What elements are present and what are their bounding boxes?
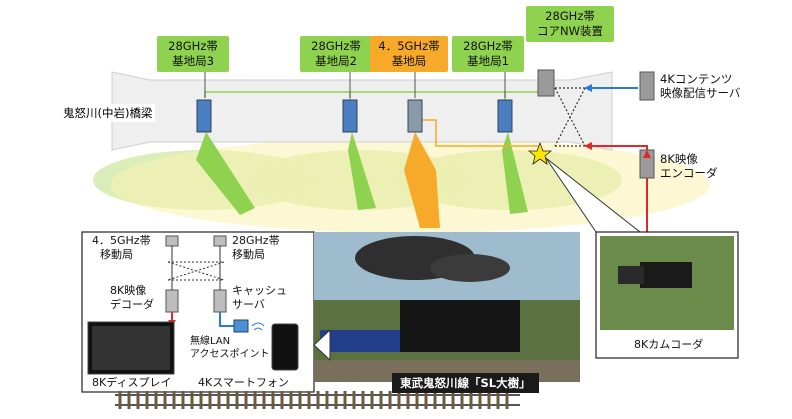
encoder-8k-label: 8K映像 エンコーダ <box>660 152 718 181</box>
wlan-ap-label: 無線LAN アクセスポイント <box>190 336 270 361</box>
photo-pointer <box>313 328 331 362</box>
mobile-28-label: 28GHz帯 移動局 <box>232 234 280 262</box>
link-45ghz <box>420 119 540 147</box>
camera-connection-star <box>527 141 553 165</box>
mobile-28-icon <box>213 235 227 247</box>
core-switch-mesh <box>554 87 586 147</box>
callout-bs1-line2: 基地局1 <box>467 54 509 68</box>
encoder-8k-line2: エンコーダ <box>660 166 718 181</box>
antenna-bs3 <box>196 99 212 133</box>
encoder-8k-line1: 8K映像 <box>660 152 698 166</box>
encoder-up-arrow <box>643 150 651 158</box>
callout-core-line2: コアNW装置 <box>537 24 603 38</box>
beam-bs3 <box>196 132 255 215</box>
camcorder-lens <box>618 266 644 284</box>
passenger-cars <box>320 330 400 352</box>
camcorder-body <box>640 262 692 288</box>
encoder-link-arrow <box>584 142 592 150</box>
mobile-45-line1: 4．5GHz帯 <box>92 234 151 247</box>
server-4k-icon <box>639 71 655 101</box>
server-4k-line2: 映像配信サーバ <box>660 86 741 101</box>
mobile-28-line1: 28GHz帯 <box>232 234 280 247</box>
mobile-28-line2: 移動局 <box>232 247 265 261</box>
callout-core: 28GHz帯 コアNW装置 <box>526 6 614 42</box>
inset-devices <box>87 235 299 375</box>
steam-locomotive <box>400 300 520 352</box>
server-4k-label: 4Kコンテンツ 映像配信サーバ <box>660 72 740 101</box>
wlan-ap-icon <box>233 319 249 333</box>
callout-bs2: 28GHz帯 基地局2 <box>300 36 372 72</box>
callout-bs1: 28GHz帯 基地局1 <box>452 36 524 72</box>
callout-45ghz-line2: 基地局 <box>391 54 427 68</box>
smartphone-4k-label: 4Kスマートフォン <box>198 376 289 389</box>
callout-bs3-line2: 基地局3 <box>172 54 214 68</box>
core-nw-device <box>537 69 555 97</box>
callout-bs2-line1: 28GHz帯 <box>311 39 361 53</box>
wlan-ap-line2: アクセスポイント <box>190 348 270 360</box>
beam-45ghz <box>404 132 440 228</box>
display-8k-label: 8Kディスプレイ <box>92 376 172 389</box>
decoder-8k-line1: 8K映像 <box>110 284 147 297</box>
photo-caption: 東武鬼怒川線「SL大樹」 <box>392 373 539 393</box>
callout-bs1-line1: 28GHz帯 <box>463 39 513 53</box>
antenna-bs1 <box>497 99 513 133</box>
cache-server-line2: サーバ <box>232 297 265 311</box>
callout-bs2-line2: 基地局2 <box>315 54 357 68</box>
mobile-45-label: 4．5GHz帯 移動局 <box>92 234 151 262</box>
antenna-beams <box>196 132 528 228</box>
beam-bs1 <box>502 132 528 214</box>
beam-bs2 <box>348 132 376 210</box>
cache-server-label: キャッシュ サーバ <box>232 284 287 312</box>
decoder-icon <box>165 289 179 313</box>
encoder-link <box>592 145 648 150</box>
decoder-8k-line2: デコーダ <box>110 297 154 311</box>
decoder-8k-label: 8K映像 デコーダ <box>110 284 154 312</box>
antenna-45ghz <box>407 99 423 133</box>
train-photo <box>314 232 580 382</box>
callout-core-line1: 28GHz帯 <box>545 9 595 23</box>
callout-45ghz-line1: 4．5GHz帯 <box>378 39 440 53</box>
mobile-45-icon <box>165 235 179 247</box>
camcorder-label: 8Kカムコーダ <box>634 338 704 351</box>
rail-track <box>115 391 520 409</box>
callout-bs3-line1: 28GHz帯 <box>168 39 218 53</box>
bridge-label: 鬼怒川(中岩)橋梁 <box>60 104 156 122</box>
cache-server-icon <box>213 289 227 313</box>
callout-45ghz: 4．5GHz帯 基地局 <box>370 36 448 72</box>
wlan-ap-line1: 無線LAN <box>190 336 231 347</box>
antenna-bs2 <box>342 99 358 133</box>
callout-bs3: 28GHz帯 基地局3 <box>157 36 229 72</box>
server-link-arrow <box>584 84 592 92</box>
callout-pointers <box>204 72 506 98</box>
bridge-deck <box>111 71 613 151</box>
smartphone-icon <box>271 323 299 371</box>
server-4k-line1: 4Kコンテンツ <box>660 72 733 86</box>
cache-server-line1: キャッシュ <box>232 284 287 297</box>
mobile-45-line2: 移動局 <box>100 247 133 261</box>
